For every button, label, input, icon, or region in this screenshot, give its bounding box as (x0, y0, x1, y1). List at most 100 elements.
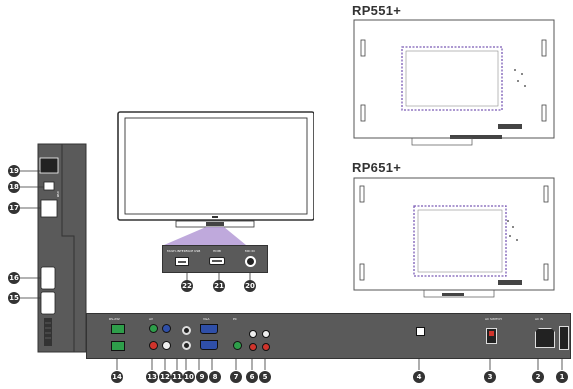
rp551-back-diagram (353, 19, 555, 146)
rp651-mount-left-top (359, 185, 365, 203)
badge-10: 10 (183, 371, 195, 383)
monitor-port-highlight (206, 222, 224, 226)
badge-4: 4 (413, 371, 425, 383)
badge-14: 14 (111, 371, 123, 383)
rp651-back-diagram (353, 177, 555, 298)
rp651-bottom-label (498, 280, 522, 285)
badge-19: 19 (8, 165, 20, 177)
usb-service-port (416, 327, 425, 336)
ac-inlet-2 (535, 328, 555, 348)
rp551-vesa-area (401, 46, 503, 111)
front-usb-label: MULTI-INTERFACE USB (167, 249, 201, 253)
monitor-screen (124, 117, 308, 215)
ac-switch-label: AC SWITCH (485, 317, 502, 321)
badge-1: 1 (556, 371, 568, 383)
av-port-green (149, 324, 158, 333)
badge-18: 18 (8, 181, 20, 193)
lan-port (39, 157, 59, 174)
port-zoom-highlight (164, 227, 246, 245)
rp551-mount-right-bottom (541, 104, 547, 122)
av-label: AV (149, 317, 153, 321)
rp651-outline (353, 177, 555, 291)
badge-22: 22 (181, 280, 193, 292)
rs232-port-top (111, 324, 125, 334)
front-mic-label: MIC IN (245, 249, 255, 253)
audio-out-white-2 (262, 330, 270, 338)
pc-audio-jack (233, 341, 242, 350)
pc-label: PC (233, 317, 237, 321)
hdmi-port-icon (209, 257, 225, 265)
rp551-mount-right-top (541, 39, 547, 57)
audio-jack-10b (182, 341, 191, 350)
ac-inlet-1 (559, 326, 569, 350)
side-panel-diagram (20, 143, 87, 353)
av-port-white (162, 341, 171, 350)
rp651-bottom-ports (442, 293, 464, 296)
badge-8: 8 (209, 371, 221, 383)
audio-jack-10 (182, 326, 191, 335)
badge-13: 13 (146, 371, 158, 383)
rp651-inner-frame (417, 209, 503, 273)
monitor-logo (212, 216, 218, 218)
av-port-blue (162, 324, 171, 333)
rp551-screw (524, 85, 526, 87)
rs232-label: RS-232 (109, 317, 120, 321)
hdmi-side-port-2 (40, 291, 56, 315)
rp551-bottom-ports (450, 135, 502, 139)
vga-label: VGA (203, 317, 210, 321)
rp651-screw (516, 239, 518, 241)
badge-21: 21 (213, 280, 225, 292)
micro-usb-port (43, 181, 55, 191)
vga-port-in (200, 324, 218, 334)
hdmi-side-port-1 (40, 266, 56, 290)
rp651-mount-right-top (543, 185, 549, 203)
rp551-screw (521, 73, 523, 75)
badge-16: 16 (8, 272, 20, 284)
rp551-screw (517, 80, 519, 82)
rp651-stand-bracket (423, 289, 495, 298)
badge-11: 11 (171, 371, 183, 383)
model-title-rp651: RP651+ (352, 160, 402, 175)
badge-2: 2 (532, 371, 544, 383)
rs232-port-bottom (111, 341, 125, 351)
rp551-outline (353, 19, 555, 139)
audio-out-red-1 (249, 343, 257, 351)
usb-a-port (40, 199, 58, 218)
rp651-vesa-area (413, 205, 507, 277)
badge-12: 12 (159, 371, 171, 383)
rp651-screw (507, 220, 509, 222)
model-title-rp551: RP551+ (352, 3, 402, 18)
front-callout-lines (186, 272, 251, 280)
side-vent (44, 318, 52, 346)
badge-7: 7 (230, 371, 242, 383)
rp551-screw (514, 69, 516, 71)
ac-switch (486, 328, 497, 344)
rp551-stand-bracket (411, 137, 473, 146)
rp551-mount-left-bottom (360, 104, 366, 122)
rp651-screw (509, 235, 511, 237)
badge-3: 3 (484, 371, 496, 383)
vga-port-out (200, 340, 218, 350)
rear-callout-lines (116, 358, 563, 370)
audio-out-white-1 (249, 330, 257, 338)
rp551-bottom-label (498, 124, 522, 129)
rp651-screw (512, 226, 514, 228)
rp551-mount-left-top (360, 39, 366, 57)
audio-out-red-2 (262, 343, 270, 351)
side-panel-step (61, 144, 75, 352)
side-usb-label: USB (56, 191, 60, 198)
badge-5: 5 (259, 371, 271, 383)
rp651-mount-right-bottom (543, 263, 549, 281)
front-port-panel: MULTI-INTERFACE USB HDMI MIC IN (162, 245, 268, 273)
front-hdmi-label: HDMI (213, 249, 222, 253)
mic-jack-icon (245, 256, 256, 267)
rp551-inner-frame (405, 50, 499, 107)
badge-9: 9 (196, 371, 208, 383)
usb-port-icon (175, 257, 189, 266)
badge-6: 6 (246, 371, 258, 383)
rp651-mount-left-bottom (359, 263, 365, 281)
badge-15: 15 (8, 292, 20, 304)
badge-20: 20 (244, 280, 256, 292)
ac-in-label: AC IN (535, 317, 544, 321)
rear-port-strip: RS-232 AV VGA PC AC SWITCH AC IN (86, 313, 571, 359)
